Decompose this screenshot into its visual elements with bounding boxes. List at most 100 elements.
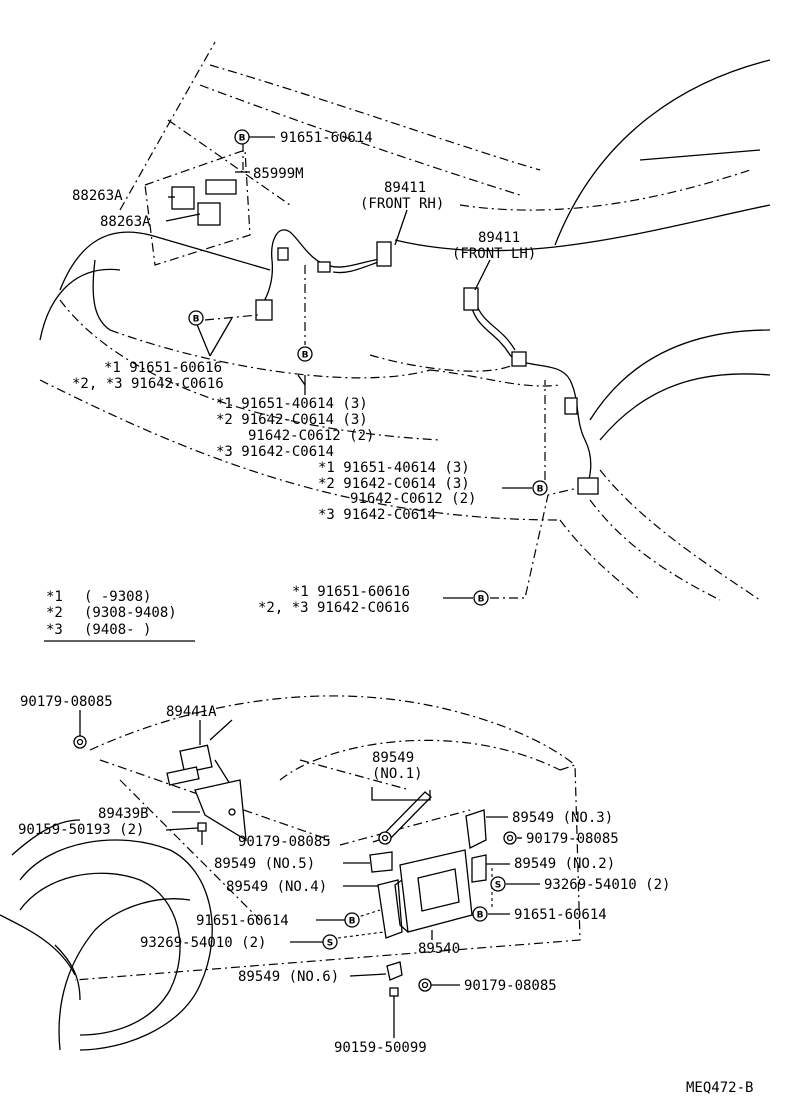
- part-label: 85999M: [253, 166, 304, 182]
- legend-key: *3: [46, 622, 63, 638]
- relay-88263a-lower: [197, 202, 221, 226]
- part-label: 89411: [384, 180, 426, 196]
- lh-harness-clamp-2: [564, 397, 578, 415]
- bolt-90159-50193: [197, 822, 207, 845]
- part-label: *1 91651-60616: [292, 584, 410, 600]
- part-label: 89549: [372, 750, 414, 766]
- bolt-marker: B: [472, 906, 488, 922]
- part-label: 89549 (NO.6): [238, 969, 339, 985]
- part-label: *1 91651-40614 (3): [216, 396, 368, 412]
- lower-part-labels: 90179-08085 89441A 89549 (NO.1) 89439B 9…: [18, 694, 670, 1056]
- relay-connector-85999m: [205, 179, 237, 195]
- rh-sensor-body: [255, 299, 273, 321]
- rh-harness-clamp-2: [277, 247, 289, 261]
- lower-leader-lines: [79, 710, 540, 1038]
- svg-text:S: S: [495, 881, 501, 891]
- part-label: 89549 (NO.3): [512, 810, 613, 826]
- svg-text:S: S: [327, 939, 333, 949]
- svg-text:B: B: [477, 911, 484, 921]
- part-label: 89549 (NO.5): [214, 856, 315, 872]
- legend-key: *1: [46, 589, 63, 605]
- part-label: 90159-50193 (2): [18, 822, 144, 838]
- upper-markers: B B B B B: [188, 129, 548, 606]
- svg-text:B: B: [302, 351, 309, 361]
- part-label: 89441A: [166, 704, 217, 720]
- part-label: 90159-50099: [334, 1040, 427, 1056]
- svg-text:B: B: [537, 485, 544, 495]
- part-label: 90179-08085: [20, 694, 113, 710]
- nut-icon: [378, 831, 392, 845]
- svg-text:B: B: [239, 134, 246, 144]
- part-label: *1 91651-60616: [104, 360, 222, 376]
- bracket-89549-no3: [465, 809, 487, 849]
- lower-markers: S B B S: [322, 876, 506, 950]
- part-label: 89411: [478, 230, 520, 246]
- relay-bracket: [144, 149, 251, 266]
- part-label: 90179-08085: [464, 978, 557, 994]
- svg-text:B: B: [478, 595, 485, 605]
- rh-harness-clamp-1: [317, 261, 331, 273]
- abs-computer-89540: [394, 849, 473, 933]
- part-label: *1 91651-40614 (3): [318, 460, 470, 476]
- part-label: 93269-54010 (2): [544, 877, 670, 893]
- svg-text:B: B: [349, 917, 356, 927]
- lh-sensor-connector: [463, 287, 479, 311]
- legend: *1 ( -9308) *2 (9308-9408) *3 (9408- ): [44, 589, 195, 642]
- nut-icon: [73, 735, 87, 749]
- legend-range: (9308-9408): [84, 605, 177, 621]
- legend-range: (9408- ): [84, 622, 151, 638]
- part-label: 93269-54010 (2): [140, 935, 266, 951]
- legend-key: *2: [46, 605, 63, 621]
- nut-icon: [503, 831, 517, 845]
- part-label: 91642-C0612 (2): [350, 491, 476, 507]
- part-label: 91651-60614: [280, 130, 373, 146]
- part-label: 90179-08085: [238, 834, 331, 850]
- bolt-marker: B: [188, 310, 204, 326]
- part-label: *3 91642-C0614: [318, 507, 436, 523]
- bolt-90159-50099: [389, 987, 399, 1030]
- relay-88263a-upper: [171, 186, 195, 210]
- part-label: 89549 (NO.4): [226, 879, 327, 895]
- part-note: (FRONT RH): [360, 196, 444, 212]
- bracket-89549-no5: [369, 851, 393, 873]
- legend-range: ( -9308): [84, 589, 151, 605]
- part-label: 89439B: [98, 806, 149, 822]
- bracket-89439b: [194, 779, 247, 842]
- part-label: 88263A: [72, 188, 123, 204]
- part-label: 90179-08085: [526, 831, 619, 847]
- bolt-marker: B: [344, 912, 360, 928]
- part-label: *3 91642-C0614: [216, 444, 334, 460]
- bolt-marker: B: [297, 346, 313, 362]
- part-label: *2, *3 91642-C0616: [258, 600, 410, 616]
- part-label: 91651-60614: [196, 913, 289, 929]
- bracket-89549-no6: [386, 961, 403, 981]
- lh-sensor-body: [577, 477, 599, 495]
- svg-text:B: B: [193, 315, 200, 325]
- lh-harness-clamp-1: [511, 351, 527, 367]
- part-note: (NO.1): [372, 766, 423, 782]
- screw-marker: S: [322, 934, 338, 950]
- bolt-marker: B: [473, 590, 489, 606]
- part-label: 91642-C0612 (2): [248, 428, 374, 444]
- part-label: 89540: [418, 941, 460, 957]
- part-label: 89549 (NO.2): [514, 856, 615, 872]
- rh-sensor-connector: [376, 241, 392, 267]
- bolt-marker: B: [532, 480, 548, 496]
- part-label: 91651-60614: [514, 907, 607, 923]
- part-label: *2 91642-C0614 (3): [216, 412, 368, 428]
- nut-icon: [418, 978, 432, 992]
- upper-leader-lines: [165, 136, 579, 599]
- part-note: (FRONT LH): [452, 246, 536, 262]
- bolt-marker: B: [234, 129, 250, 145]
- part-label: *2 91642-C0614 (3): [318, 476, 470, 492]
- front-lh-speed-sensor-harness: [463, 287, 599, 495]
- upper-part-labels: 91651-60614 85999M 88263A 88263A 89411 (…: [72, 130, 536, 616]
- bracket-89549-no2: [471, 854, 487, 883]
- screw-marker: S: [490, 876, 506, 892]
- lower-parts: [73, 719, 517, 1030]
- dashboard-outline: [0, 695, 581, 1051]
- front-rh-speed-sensor-harness: [255, 229, 392, 321]
- part-label: *2, *3 91642-C0616: [72, 376, 224, 392]
